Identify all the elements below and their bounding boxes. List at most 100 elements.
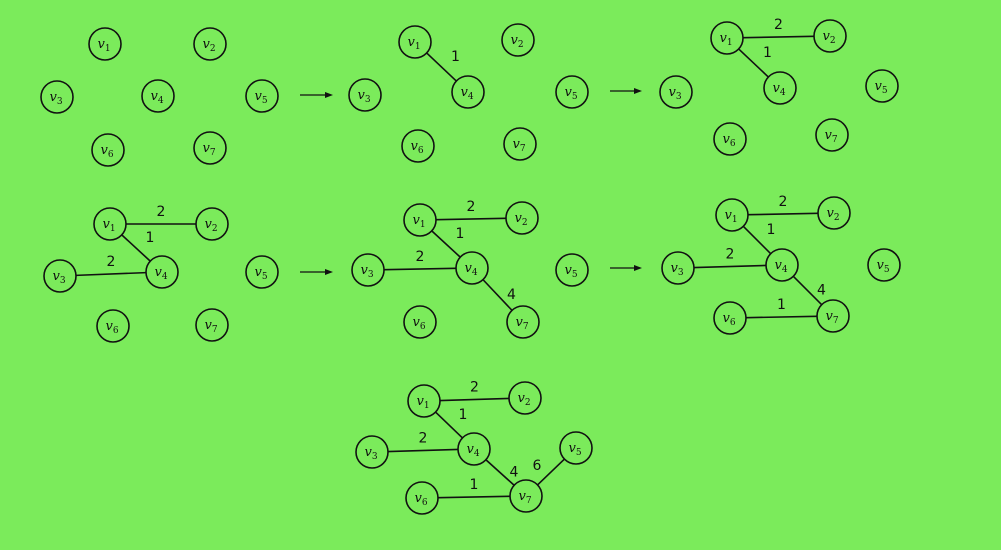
node-label: v2 <box>510 33 523 50</box>
node-v7: v7 <box>506 305 540 339</box>
node-circle <box>88 27 122 61</box>
node-v5: v5 <box>865 69 899 103</box>
edge-weight-v1-v4: 1 <box>767 222 776 238</box>
node-circle <box>505 201 539 235</box>
edge-weight-v1-v2: 2 <box>467 199 476 215</box>
node-v5: v5 <box>555 75 589 109</box>
node-circle <box>455 251 489 285</box>
step-arrow-3 <box>300 269 333 275</box>
node-label: v6 <box>105 319 118 336</box>
node-v4: v4 <box>457 432 491 466</box>
node-label: v2 <box>202 37 215 54</box>
node-v7: v7 <box>509 479 543 513</box>
node-v1: v1 <box>403 203 437 237</box>
edge-v7-v5 <box>536 458 566 486</box>
edge-v3-v4 <box>693 264 767 269</box>
node-circle <box>245 79 279 113</box>
node-v7: v7 <box>815 118 849 152</box>
edge-weight-v4-v7: 4 <box>507 287 516 303</box>
node-label: v4 <box>460 85 473 102</box>
edge-weight-v1-v4: 1 <box>459 407 468 423</box>
node-circle <box>506 305 540 339</box>
node-v1: v1 <box>88 27 122 61</box>
node-circle <box>713 301 747 335</box>
node-circle <box>451 75 485 109</box>
edge-weight-v3-v4: 2 <box>419 431 428 447</box>
edge-v1-v4 <box>426 52 457 82</box>
node-v4: v4 <box>451 75 485 109</box>
node-v1: v1 <box>398 25 432 59</box>
node-label: v3 <box>49 90 62 107</box>
edge-v1-v4 <box>434 411 464 439</box>
node-label: v1 <box>416 394 429 411</box>
node-circle <box>503 127 537 161</box>
node-label: v7 <box>202 141 215 158</box>
node-v6: v6 <box>401 129 435 163</box>
node-circle <box>715 198 749 232</box>
node-v1: v1 <box>710 21 744 55</box>
node-circle <box>401 129 435 163</box>
node-v3: v3 <box>355 435 389 469</box>
node-label: v7 <box>518 489 531 506</box>
node-label: v5 <box>254 89 267 106</box>
node-label: v6 <box>722 132 735 149</box>
node-label: v3 <box>360 263 373 280</box>
node-label: v3 <box>357 88 370 105</box>
node-circle <box>145 255 179 289</box>
node-label: v3 <box>364 445 377 462</box>
node-circle <box>509 479 543 513</box>
node-circle <box>398 25 432 59</box>
node-circle <box>661 251 695 285</box>
edge-weight-v1-v2: 2 <box>470 380 479 396</box>
node-circle <box>403 203 437 237</box>
node-label: v2 <box>514 211 527 228</box>
node-circle <box>193 27 227 61</box>
node-circle <box>40 80 74 114</box>
node-v2: v2 <box>501 23 535 57</box>
edge-weight-v3-v4: 2 <box>416 249 425 265</box>
edge-weight-v4-v7: 4 <box>817 283 826 299</box>
edge-weight-v1-v2: 2 <box>779 194 788 210</box>
node-label: v4 <box>466 442 479 459</box>
node-v4: v4 <box>763 71 797 105</box>
edge-v1-v4 <box>742 225 772 255</box>
node-v6: v6 <box>403 305 437 339</box>
node-label: v6 <box>100 143 113 160</box>
node-v3: v3 <box>348 78 382 112</box>
node-circle <box>765 248 799 282</box>
node-v5: v5 <box>559 431 593 465</box>
node-label: v7 <box>204 318 217 335</box>
node-circle <box>867 248 901 282</box>
node-circle <box>403 305 437 339</box>
edge-weight-v1-v4: 1 <box>451 49 460 65</box>
node-label: v5 <box>568 441 581 458</box>
node-label: v4 <box>150 89 163 106</box>
node-v2: v2 <box>817 196 851 230</box>
node-label: v6 <box>722 311 735 328</box>
node-circle <box>816 299 850 333</box>
node-v1: v1 <box>715 198 749 232</box>
node-label: v1 <box>412 213 425 230</box>
node-label: v3 <box>668 85 681 102</box>
edge-v3-v4 <box>75 271 147 277</box>
node-v2: v2 <box>508 381 542 415</box>
node-v6: v6 <box>91 133 125 167</box>
node-v7: v7 <box>195 308 229 342</box>
node-circle <box>659 75 693 109</box>
node-label: v5 <box>564 85 577 102</box>
node-circle <box>508 381 542 415</box>
node-circle <box>817 196 851 230</box>
node-v1: v1 <box>93 207 127 241</box>
node-circle <box>141 79 175 113</box>
node-label: v5 <box>564 263 577 280</box>
node-circle <box>763 71 797 105</box>
node-circle <box>245 255 279 289</box>
node-circle <box>713 122 747 156</box>
node-v5: v5 <box>245 79 279 113</box>
node-circle <box>43 259 77 293</box>
node-label: v6 <box>410 139 423 156</box>
